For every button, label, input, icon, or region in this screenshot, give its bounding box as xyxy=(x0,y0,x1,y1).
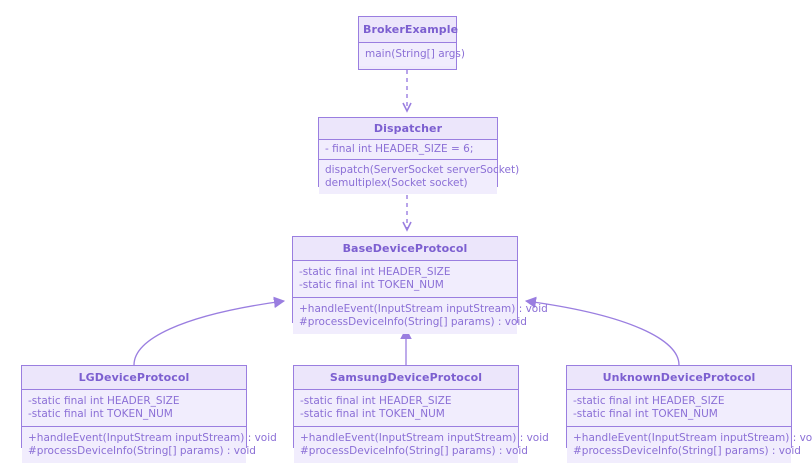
class-box-samsung-device-protocol[interactable]: SamsungDeviceProtocol -static final int … xyxy=(293,365,549,463)
attribute-row: -static final int HEADER_SIZE xyxy=(300,395,452,407)
class-operations-broker-example: main(String[] args) xyxy=(359,43,465,66)
operation-row: #processDeviceInfo(String[] params) : vo… xyxy=(573,445,801,457)
operation-row: demultiplex(Socket socket) xyxy=(325,177,468,189)
operation-row: +handleEvent(InputStream inputStream) : … xyxy=(28,432,277,444)
attribute-row: -static final int HEADER_SIZE xyxy=(299,266,451,278)
class-operations-unknown-device-protocol: +handleEvent(InputStream inputStream) : … xyxy=(567,427,812,463)
class-box-unknown-device-protocol[interactable]: UnknownDeviceProtocol -static final int … xyxy=(566,365,812,463)
class-box-lg-device-protocol[interactable]: LGDeviceProtocol -static final int HEADE… xyxy=(21,365,277,463)
relation-generalization-unknown-base xyxy=(526,301,680,366)
class-attributes-samsung-device-protocol: -static final int HEADER_SIZE -static fi… xyxy=(294,390,518,427)
class-name-broker-example: BrokerExample xyxy=(359,17,458,43)
class-box-dispatcher[interactable]: Dispatcher - final int HEADER_SIZE = 6; … xyxy=(318,117,519,194)
attribute-row: -static final int HEADER_SIZE xyxy=(573,395,725,407)
operation-row: +handleEvent(InputStream inputStream) : … xyxy=(299,303,548,315)
class-operations-base-device-protocol: +handleEvent(InputStream inputStream) : … xyxy=(293,298,548,334)
class-box-base-device-protocol[interactable]: BaseDeviceProtocol -static final int HEA… xyxy=(292,236,548,334)
attribute-row: -static final int HEADER_SIZE xyxy=(28,395,180,407)
operation-row: #processDeviceInfo(String[] params) : vo… xyxy=(300,445,528,457)
class-name-lg-device-protocol: LGDeviceProtocol xyxy=(22,366,246,390)
class-name-unknown-device-protocol: UnknownDeviceProtocol xyxy=(567,366,791,390)
operation-row: +handleEvent(InputStream inputStream) : … xyxy=(573,432,812,444)
operation-row: main(String[] args) xyxy=(365,48,465,60)
class-name-dispatcher: Dispatcher xyxy=(319,118,497,140)
operation-row: #processDeviceInfo(String[] params) : vo… xyxy=(28,445,256,457)
class-operations-lg-device-protocol: +handleEvent(InputStream inputStream) : … xyxy=(22,427,277,463)
class-attributes-dispatcher: - final int HEADER_SIZE = 6; xyxy=(319,140,497,160)
operation-row: #processDeviceInfo(String[] params) : vo… xyxy=(299,316,527,328)
class-operations-dispatcher: dispatch(ServerSocket serverSocket) demu… xyxy=(319,160,520,194)
class-name-base-device-protocol: BaseDeviceProtocol xyxy=(293,237,517,261)
attribute-row: -static final int TOKEN_NUM xyxy=(573,408,718,420)
attribute-row: - final int HEADER_SIZE = 6; xyxy=(325,143,474,155)
class-name-samsung-device-protocol: SamsungDeviceProtocol xyxy=(294,366,518,390)
class-attributes-base-device-protocol: -static final int HEADER_SIZE -static fi… xyxy=(293,261,517,298)
attribute-row: -static final int TOKEN_NUM xyxy=(300,408,445,420)
operation-row: dispatch(ServerSocket serverSocket) xyxy=(325,164,520,176)
attribute-row: -static final int TOKEN_NUM xyxy=(28,408,173,420)
relation-generalization-lg-base xyxy=(133,301,284,366)
attribute-row: -static final int TOKEN_NUM xyxy=(299,279,444,291)
class-box-broker-example[interactable]: BrokerExample main(String[] args) xyxy=(358,16,465,70)
class-operations-samsung-device-protocol: +handleEvent(InputStream inputStream) : … xyxy=(294,427,549,463)
class-attributes-lg-device-protocol: -static final int HEADER_SIZE -static fi… xyxy=(22,390,246,427)
operation-row: +handleEvent(InputStream inputStream) : … xyxy=(300,432,549,444)
class-attributes-unknown-device-protocol: -static final int HEADER_SIZE -static fi… xyxy=(567,390,791,427)
